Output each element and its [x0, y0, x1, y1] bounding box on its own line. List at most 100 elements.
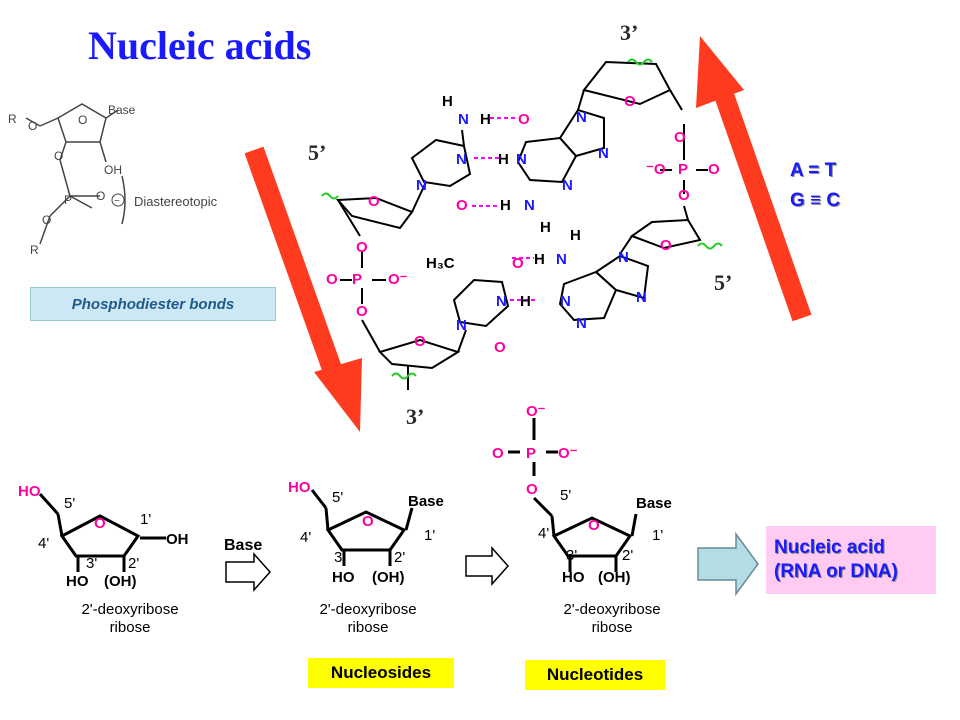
atom-2prime: 2' — [394, 549, 405, 566]
atom-o: O — [708, 161, 720, 178]
atom-h: H — [498, 151, 509, 168]
atom-4prime: 4' — [38, 535, 49, 552]
atom-5prime: 5' — [332, 489, 343, 506]
sugar-structure-1 — [38, 492, 166, 572]
atom-o: O — [368, 193, 380, 210]
nucleic-acid-line2: (RNA or DNA) — [774, 561, 898, 582]
atom-p: P — [526, 445, 536, 462]
atom-n: N — [636, 289, 647, 306]
atom-n: N — [598, 145, 609, 162]
hydrogen-bonds — [472, 117, 536, 301]
atom-3prime: 3' — [334, 549, 345, 566]
chain-ends — [321, 58, 723, 380]
nucleic-acid-line1: Nucleic acid — [774, 537, 885, 558]
atom-o: O — [326, 271, 338, 288]
atom-o: O — [414, 333, 426, 350]
atom-ho: HO — [288, 479, 311, 496]
atom-n: N — [456, 151, 467, 168]
atom-1prime: 1' — [424, 527, 435, 544]
base-pair-gc: G ≡ C — [790, 190, 841, 211]
sugar-atoms-1: HO 5' O 1' OH 4' 3' 2' HO (OH) — [18, 483, 189, 590]
atom-o: O — [356, 303, 368, 320]
atom-5prime: 5' — [560, 487, 571, 504]
atom-ho: HO — [66, 573, 89, 590]
sugar-atoms-2: HO 5' O Base 1' 4' 3' 2' HO (OH) — [288, 479, 444, 586]
reaction-arrow-3 — [697, 531, 759, 597]
atom-o1: O — [28, 119, 37, 133]
arrow-down-left — [244, 146, 362, 432]
reaction-arrow-2 — [465, 546, 510, 586]
atom-n: N — [496, 293, 507, 310]
atom-o: O — [356, 239, 368, 256]
atom-n: N — [416, 177, 427, 194]
arrow-up-right — [696, 36, 812, 322]
atom-n: N — [556, 251, 567, 268]
atom-1prime: 1' — [652, 527, 663, 544]
atom-o-ring: O — [78, 113, 87, 127]
atom-n: N — [524, 197, 535, 214]
phosphodiester-label: Phosphodiester bonds — [30, 287, 276, 321]
atom-o: O — [492, 445, 504, 462]
atom-p: P — [352, 271, 362, 288]
prime-label-right-5: 5’ — [714, 270, 733, 295]
nucleic-acid-box: Nucleic acid (RNA or DNA) — [766, 526, 936, 594]
atom-o-minus: ⁻O — [646, 161, 666, 178]
dna-base-pair-structure — [335, 60, 708, 390]
sugar-atoms-3: O⁻ O P O⁻ O 5' O Base 1' 4' 3' 2' HO (OH… — [492, 403, 672, 586]
atom-n: N — [618, 249, 629, 266]
atom-4prime: 4' — [538, 525, 549, 542]
atom-o-minus: O⁻ — [526, 403, 546, 420]
sugar-caption-2-ribose: ribose — [347, 619, 389, 636]
sugar-caption-3-ribose: ribose — [591, 619, 633, 636]
atom-1prime: 1' — [140, 511, 151, 528]
atom-oh: (OH) — [598, 569, 631, 586]
atom-o: O — [494, 339, 506, 356]
atom-h: H — [480, 111, 491, 128]
sugar-structure-2 — [310, 489, 414, 566]
atom-oh: (OH) — [104, 573, 137, 590]
atom-n: N — [458, 111, 469, 128]
phosphodiester-structure — [25, 103, 126, 245]
atom-ho: HO — [18, 483, 41, 500]
atom-o2: O — [54, 149, 63, 163]
sugar-caption-1: 2'-deoxyribose ribose — [40, 601, 220, 637]
atom-o: O — [94, 515, 106, 532]
base-pair-at: A = T — [790, 160, 837, 181]
atom-o: O — [674, 129, 686, 146]
atom-n: N — [560, 293, 571, 310]
atom-h: H — [540, 219, 551, 236]
nucleosides-label: Nucleosides — [308, 658, 454, 688]
sugar-caption-1-ribose: ribose — [109, 619, 151, 636]
atom-base: Base — [408, 493, 444, 510]
sugar-structure-3 — [508, 418, 638, 572]
atom-h: H — [520, 293, 531, 310]
atom-h3c: H₃C — [426, 255, 455, 272]
atom-h: H — [570, 227, 581, 244]
atom-2prime: 2' — [128, 555, 139, 572]
atom-o4: O — [96, 189, 105, 203]
atom-5prime: 5' — [64, 495, 75, 512]
dna-atom-labels: H N H O N H N N O H N H N N N O O O O P … — [326, 93, 720, 356]
atom-r2: R — [30, 243, 39, 257]
prime-label-bottom-3: 3’ — [406, 404, 425, 429]
atom-o-minus: O⁻ — [558, 445, 578, 462]
atom-o: O — [624, 93, 636, 110]
atom-n: N — [456, 317, 467, 334]
atom-n: N — [516, 151, 527, 168]
diastereotopic-text: Diastereotopic — [134, 194, 218, 209]
prime-label-top-3: 3’ — [620, 20, 639, 45]
sugar-caption-2: 2'-deoxyribose ribose — [278, 601, 458, 637]
atom-o-minus: O⁻ — [388, 271, 408, 288]
sugar-caption-3-deoxy: 2'-deoxyribose — [563, 601, 661, 618]
atom-ho: HO — [562, 569, 585, 586]
base-reagent-label: Base — [224, 537, 262, 554]
atom-3prime: 3' — [86, 555, 97, 572]
atom-p: P — [64, 193, 72, 207]
atom-minus: − — [114, 196, 120, 207]
atom-oh: (OH) — [372, 569, 405, 586]
atom-o: O — [660, 237, 672, 254]
sugar-caption-1-deoxy: 2'-deoxyribose — [81, 601, 179, 618]
atom-o: O — [512, 255, 524, 272]
atom-2prime: 2' — [622, 547, 633, 564]
